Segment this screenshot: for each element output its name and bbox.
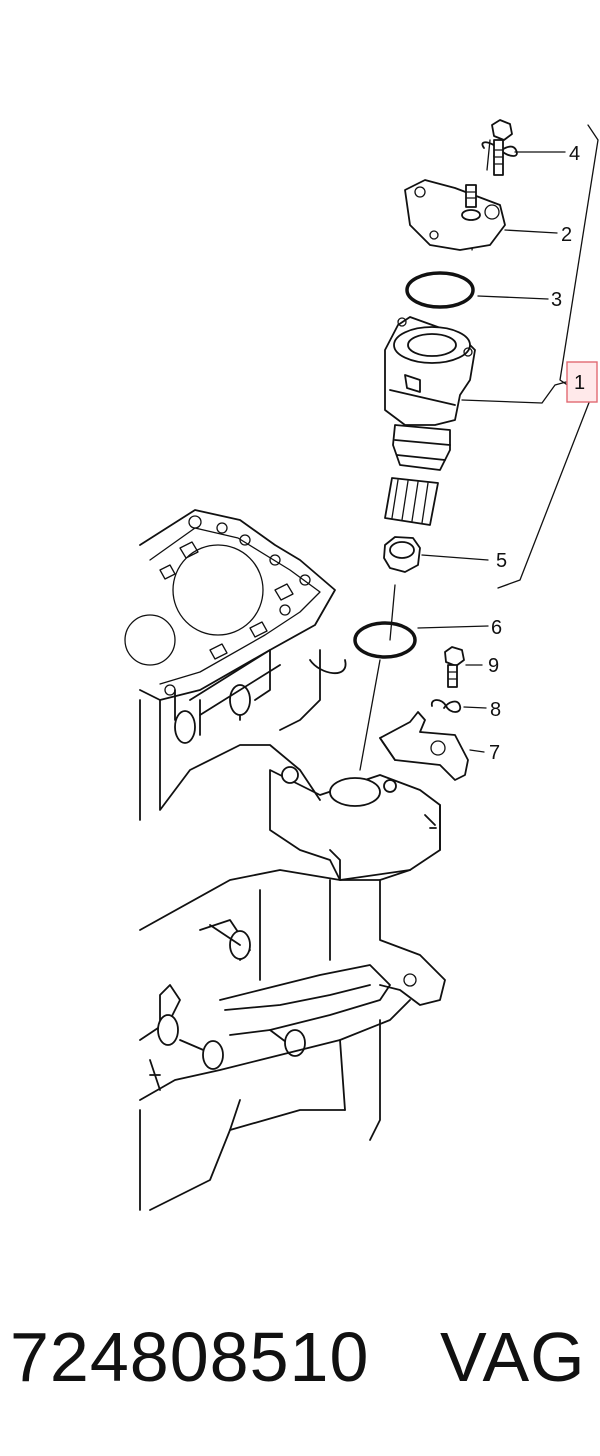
engine-block	[124, 509, 446, 1211]
part-7-clamp-plate	[379, 711, 469, 781]
callout-5: 5	[496, 550, 507, 572]
part-number: 724808510	[10, 1318, 370, 1396]
part-9-bolt	[444, 646, 465, 688]
part-2-cover-plate	[404, 179, 506, 251]
callout-4: 4	[569, 143, 580, 165]
brand-name: VAG	[440, 1318, 586, 1396]
callout-7: 7	[489, 742, 500, 764]
part-6-o-ring	[353, 621, 417, 659]
part-4-bolt	[481, 119, 518, 176]
callout-6: 6	[491, 617, 502, 639]
callout-1-highlight	[566, 361, 598, 403]
callout-9: 9	[488, 655, 499, 677]
callout-1: 1	[574, 372, 585, 394]
exploded-parts-diagram: 1 2 3 4 5 6 7 8 9	[124, 119, 599, 1211]
callout-2: 2	[561, 224, 572, 246]
part-8-spring-washer	[430, 699, 462, 713]
assembly-axis-line	[359, 139, 491, 771]
callout-3: 3	[551, 289, 562, 311]
part-5-gear-nut	[383, 536, 421, 573]
part-1-drive-housing	[384, 316, 476, 526]
callout-labels: 1 2 3 4 5 6 7 8 9	[488, 143, 598, 764]
callout-8: 8	[490, 699, 501, 721]
part-3-o-ring	[405, 271, 475, 309]
